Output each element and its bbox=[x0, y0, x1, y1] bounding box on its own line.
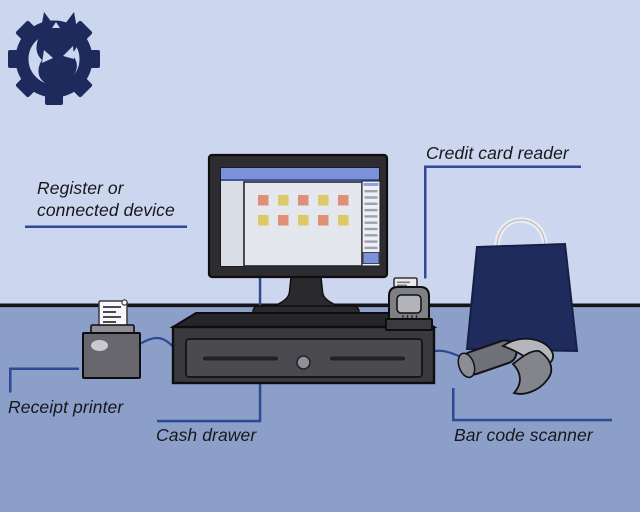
reader-screen bbox=[396, 294, 422, 314]
scanner-handle-cap bbox=[457, 352, 476, 379]
gear-cat-logo-icon bbox=[8, 12, 100, 105]
connector-lines bbox=[9, 165, 612, 423]
drawer-connector-v bbox=[258, 383, 262, 422]
screen-right-panel-footer bbox=[362, 252, 380, 264]
label-cash-drawer: Cash drawer bbox=[156, 425, 257, 445]
printer-bracket-h bbox=[9, 367, 79, 370]
drawer-slot-left bbox=[203, 356, 278, 361]
register-underline bbox=[25, 225, 187, 228]
drawer-lock bbox=[296, 355, 311, 370]
shopping-bag bbox=[465, 217, 579, 353]
label-bar-code-scanner: Bar code scanner bbox=[454, 425, 593, 445]
cash-drawer bbox=[169, 312, 466, 385]
barcode-scanner bbox=[457, 337, 554, 395]
drawer-connector-h bbox=[157, 419, 261, 423]
scanner-bracket-v bbox=[452, 388, 455, 421]
screen-list-stripes bbox=[364, 190, 378, 250]
reader-base bbox=[385, 318, 433, 331]
monitor-cable bbox=[258, 277, 262, 306]
credit-reader-underline bbox=[424, 165, 581, 168]
printer-body bbox=[82, 332, 141, 379]
printer-button bbox=[91, 340, 108, 351]
screen-tiles-row2 bbox=[258, 215, 349, 226]
credit-card-reader bbox=[385, 277, 433, 331]
label-credit-card-reader: Credit card reader bbox=[426, 143, 569, 163]
credit-reader-connector bbox=[424, 165, 427, 279]
scanner-bracket-h bbox=[452, 418, 612, 422]
label-register-or-connected-device: Register or connected device bbox=[37, 178, 175, 220]
bag-body bbox=[465, 242, 579, 353]
screen-tiles-row1 bbox=[258, 195, 349, 206]
drawer-slot-right bbox=[330, 356, 405, 361]
screen-sidebar bbox=[221, 181, 244, 266]
scanner-head-hook bbox=[511, 350, 553, 395]
receipt-printer bbox=[82, 299, 176, 379]
screen-titlebar bbox=[221, 168, 379, 180]
printer-bracket-v bbox=[9, 367, 12, 393]
label-receipt-printer: Receipt printer bbox=[8, 397, 124, 417]
monitor bbox=[207, 153, 389, 318]
